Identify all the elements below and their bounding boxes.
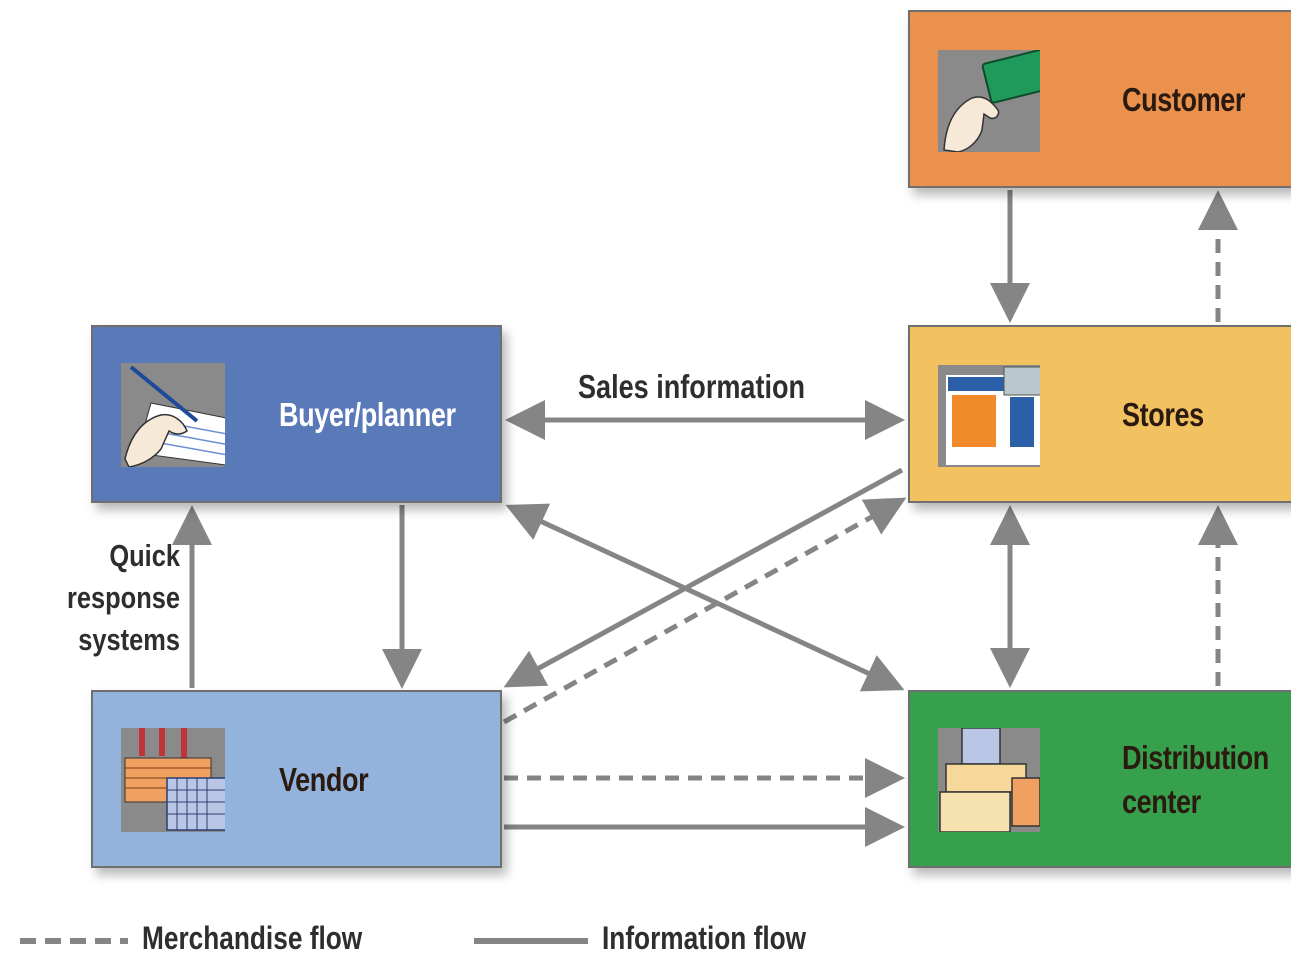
node-distribution-center: Distribution center bbox=[908, 690, 1291, 868]
qr-line-2: response bbox=[66, 580, 180, 615]
node-stores: Stores bbox=[908, 325, 1291, 503]
factory-icon bbox=[121, 728, 225, 832]
edge-buyer-dc bbox=[505, 503, 905, 692]
boxes-icon bbox=[938, 728, 1040, 832]
storefront-icon bbox=[938, 365, 1040, 467]
node-label: Buyer/planner bbox=[279, 396, 456, 433]
quick-response-systems-label: Quick response systems bbox=[32, 535, 180, 661]
qr-line-1: Quick bbox=[109, 538, 180, 573]
hand-writing-icon bbox=[121, 363, 225, 467]
node-label: Customer bbox=[1122, 81, 1246, 118]
hand-credit-card-icon bbox=[938, 50, 1040, 152]
node-label: Vendor bbox=[279, 761, 369, 798]
node-customer: Customer bbox=[908, 10, 1291, 188]
qr-line-3: systems bbox=[78, 622, 180, 657]
node-label: Stores bbox=[1122, 396, 1204, 433]
legend-information-label: Information flow bbox=[602, 920, 807, 956]
edge-stores-to-vendor bbox=[503, 467, 904, 688]
node-label-line2: center bbox=[1122, 783, 1201, 820]
edge-vendor-to-stores bbox=[502, 497, 907, 725]
node-label-line1: Distribution bbox=[1122, 739, 1269, 776]
node-vendor: Vendor bbox=[91, 690, 502, 868]
legend-merchandise-label: Merchandise flow bbox=[142, 920, 363, 956]
node-buyer-planner: Buyer/planner bbox=[91, 325, 502, 503]
sales-information-label: Sales information bbox=[578, 368, 806, 405]
